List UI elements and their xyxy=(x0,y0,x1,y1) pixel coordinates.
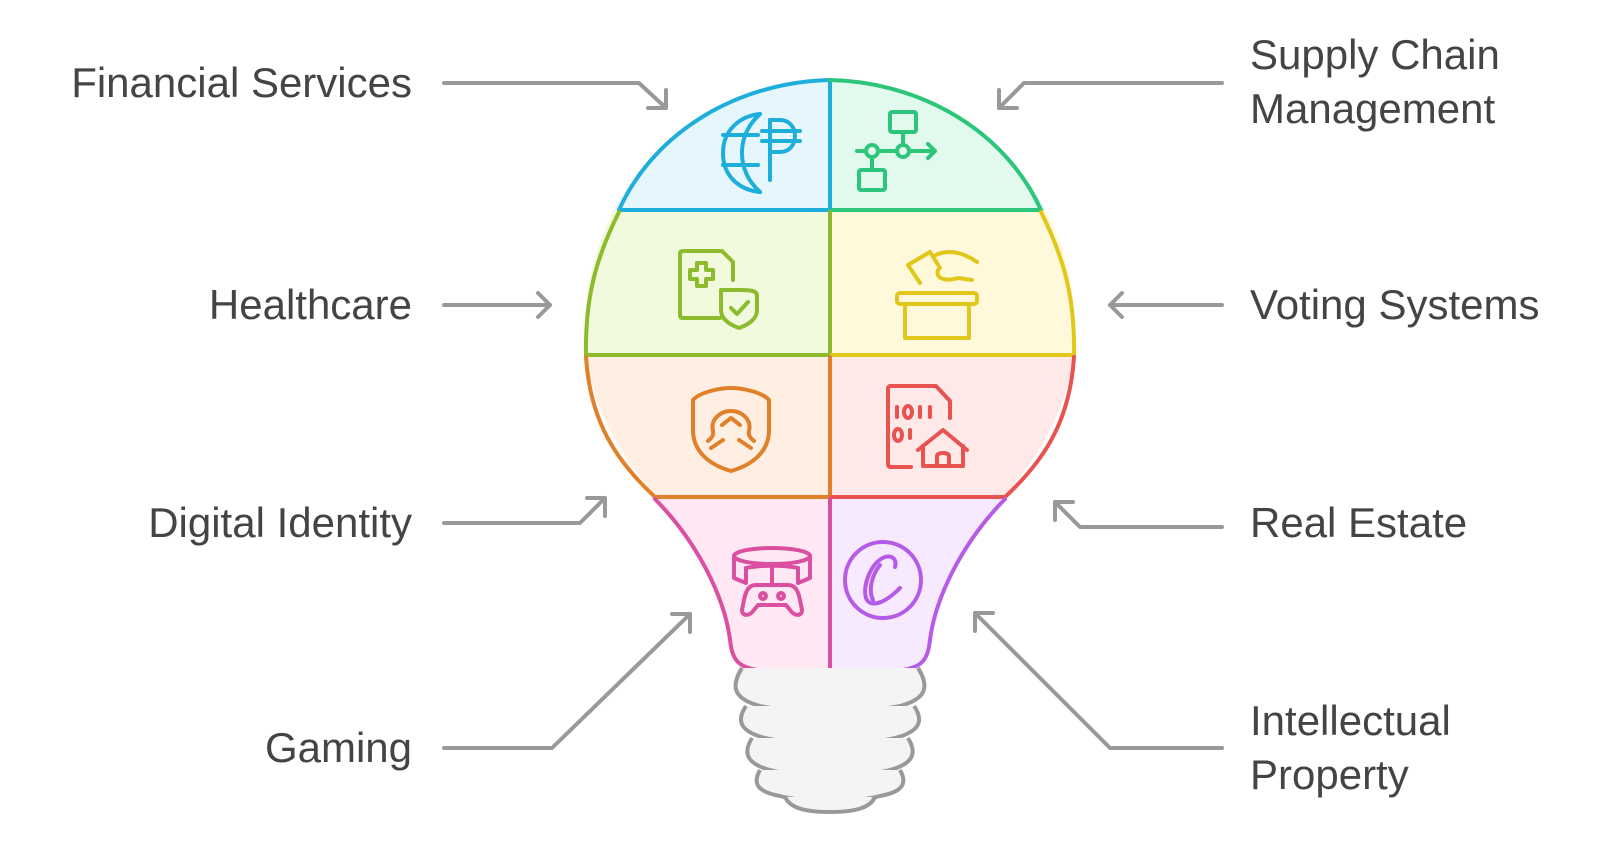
gaming-arrow xyxy=(442,612,692,750)
healthcare-arrow xyxy=(442,291,552,319)
label-real-estate: Real Estate xyxy=(1250,499,1468,546)
vr-controller-icon xyxy=(732,546,812,617)
user-shield-icon xyxy=(691,386,771,473)
ballot-box-icon xyxy=(895,250,979,340)
label-supply-chain-line2: Management xyxy=(1250,85,1496,132)
label-intellectual-property-line2: Property xyxy=(1250,751,1409,798)
arrows xyxy=(442,81,1224,750)
gaming-fill xyxy=(585,497,830,672)
label-gaming: Gaming xyxy=(264,724,412,771)
financial-services-arrow xyxy=(442,81,668,110)
real-estate-arrow xyxy=(1053,500,1224,529)
supply-chain-arrow xyxy=(997,81,1224,110)
voting-fill xyxy=(830,210,1075,355)
bulb-base xyxy=(733,666,927,815)
flowchart-icon xyxy=(855,110,937,192)
copyright-icon xyxy=(843,540,923,620)
binary-house-icon xyxy=(886,384,969,469)
label-voting-systems: Voting Systems xyxy=(1250,281,1540,328)
label-financial-services: Financial Services xyxy=(71,59,412,106)
label-healthcare: Healthcare xyxy=(208,281,412,328)
intellectual-property-arrow xyxy=(973,611,1224,750)
label-digital-identity: Digital Identity xyxy=(148,499,412,546)
globe-peso-icon xyxy=(720,112,802,194)
voting-systems-arrow xyxy=(1108,291,1224,319)
bulb-outline xyxy=(583,78,1077,676)
label-supply-chain-line1: Supply Chain xyxy=(1250,31,1500,78)
label-intellectual-property-line1: Intellectual xyxy=(1250,697,1451,744)
medical-file-shield-icon xyxy=(678,249,759,330)
digital-identity-arrow xyxy=(442,496,607,525)
